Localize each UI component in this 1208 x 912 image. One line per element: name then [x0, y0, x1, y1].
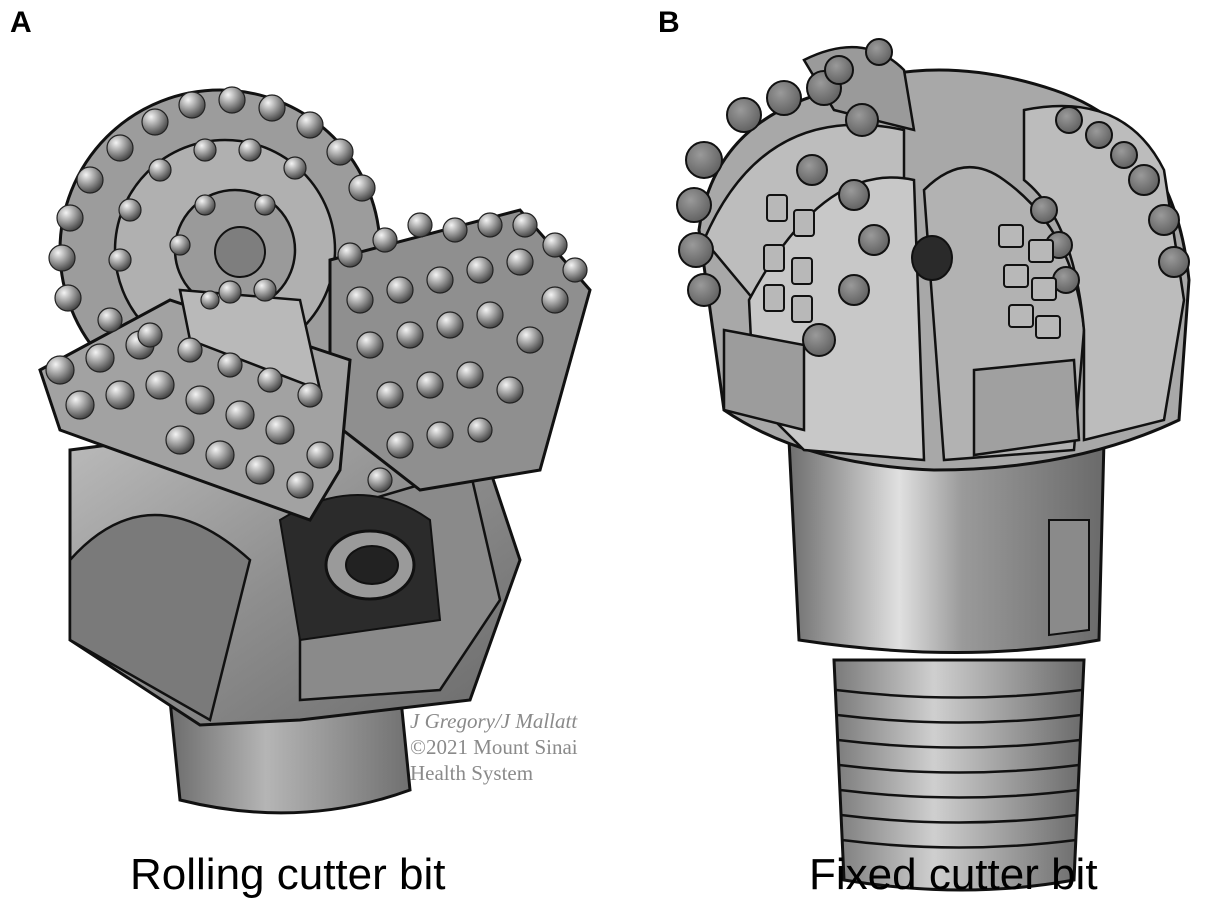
credit-line-2: ©2021 Mount Sinai	[410, 735, 578, 759]
credit-line-3: Health System	[410, 761, 534, 785]
panel-b: B	[604, 0, 1208, 912]
panel-a: A	[10, 6, 592, 899]
rolling-cutter-bit-illustration	[38, 86, 592, 815]
credit-line-1: J Gregory/J Mallatt	[410, 709, 578, 733]
fixed-cutter-bit-illustration	[676, 38, 1191, 892]
illustration-credit: J Gregory/J Mallatt ©2021 Mount Sinai He…	[410, 708, 578, 786]
caption-fixed-cutter-bit: Fixed cutter bit	[809, 850, 1098, 899]
caption-rolling-cutter-bit: Rolling cutter bit	[130, 850, 446, 899]
panel-letter-b: B	[658, 6, 680, 39]
panel-letter-a: A	[10, 6, 32, 39]
